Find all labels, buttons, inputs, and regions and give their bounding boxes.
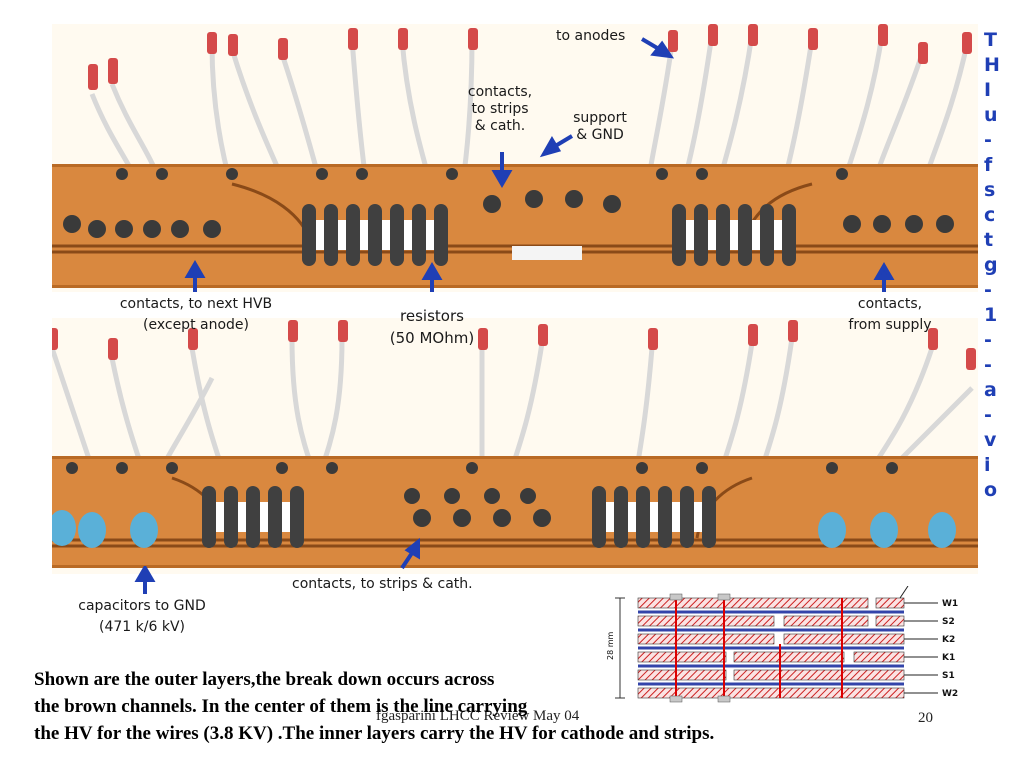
caption-line: the brown channels. In the center of the… — [34, 696, 528, 717]
annotation-line: contacts, to next HVB — [119, 296, 273, 312]
side-letter: v — [984, 429, 997, 451]
annotation-resistors: resistors (50 MOhm) — [374, 308, 490, 347]
capacitor-arrow-icon — [134, 566, 156, 594]
side-letter: - — [984, 279, 992, 301]
caption-line: the HV for the wires (3.8 KV) .The inner… — [34, 723, 715, 744]
annotation-line: (471 k/6 kV) — [99, 619, 185, 635]
side-letter: - — [984, 404, 992, 426]
side-letter: H — [984, 54, 1000, 76]
annotation-contacts-strips: contacts, to strips & cath. — [450, 84, 550, 135]
side-letter: g — [984, 254, 998, 276]
annotation-line: resistors — [400, 307, 464, 325]
annotation-support-gnd: support & GND — [560, 110, 640, 144]
caption-line: Shown are the outer layers,the break dow… — [34, 669, 495, 690]
layer-label-s2: S2 — [942, 617, 955, 627]
side-letter: u — [984, 104, 998, 126]
bottom-board-graphic — [52, 320, 978, 570]
annotation-line: contacts, — [467, 84, 533, 100]
annotation-line: from supply — [848, 317, 932, 333]
annotation-line: (except anode) — [143, 317, 249, 333]
schematic-dimension-label: 28 mm — [606, 631, 615, 660]
top-board-graphic — [52, 24, 978, 292]
side-letter: s — [984, 179, 996, 201]
side-letter: t — [984, 229, 994, 251]
annotation-line: capacitors to GND — [78, 598, 206, 614]
side-letter: - — [984, 329, 992, 351]
footer-text: fgasparini LHCC Review May 04 — [376, 708, 580, 724]
clipped-side-text: T H I u - f s c t g - 1 - - a - v i o — [984, 28, 1024, 503]
side-letter: - — [984, 354, 992, 376]
slide-caption: Shown are the outer layers,the break dow… — [34, 666, 934, 747]
annotation-line: & GND — [576, 127, 624, 143]
layer-schematic-diagram: 28 mm — [606, 585, 958, 703]
layer-label-w1: W1 — [942, 599, 958, 609]
layer-label-k1: K1 — [942, 653, 955, 663]
annotation-from-supply: contacts, from supply — [830, 296, 950, 334]
side-letter: - — [984, 129, 992, 151]
side-letter: 1 — [984, 304, 998, 326]
side-letter: i — [984, 454, 991, 476]
annotation-line: contacts, — [857, 296, 923, 312]
side-letter: I — [984, 79, 992, 101]
layer-schematic: 28 mm — [604, 585, 984, 716]
annotation-line: support — [573, 110, 627, 126]
page-number: 20 — [918, 710, 933, 726]
layer-label-s1: S1 — [942, 671, 955, 681]
layer-label-w2: W2 — [942, 689, 958, 699]
annotation-to-anodes: to anodes — [556, 28, 626, 44]
side-letter: a — [984, 379, 997, 401]
layer-label-k2: K2 — [942, 635, 955, 645]
annotation-line: & cath. — [474, 118, 526, 134]
side-letter: c — [984, 204, 996, 226]
annotation-line: (50 MOhm) — [389, 329, 475, 347]
side-letter: f — [984, 154, 993, 176]
side-letter: o — [984, 479, 998, 501]
annotation-capacitors: capacitors to GND (471 k/6 kV) — [52, 598, 232, 636]
annotation-strips-cath-bottom: contacts, to strips & cath. — [292, 576, 473, 592]
top-board-photo — [52, 24, 978, 292]
annotation-next-hvb: contacts, to next HVB (except anode) — [96, 296, 296, 334]
bottom-board-photo — [52, 318, 978, 574]
annotation-line: to strips — [471, 101, 529, 117]
side-letter: T — [984, 29, 997, 51]
